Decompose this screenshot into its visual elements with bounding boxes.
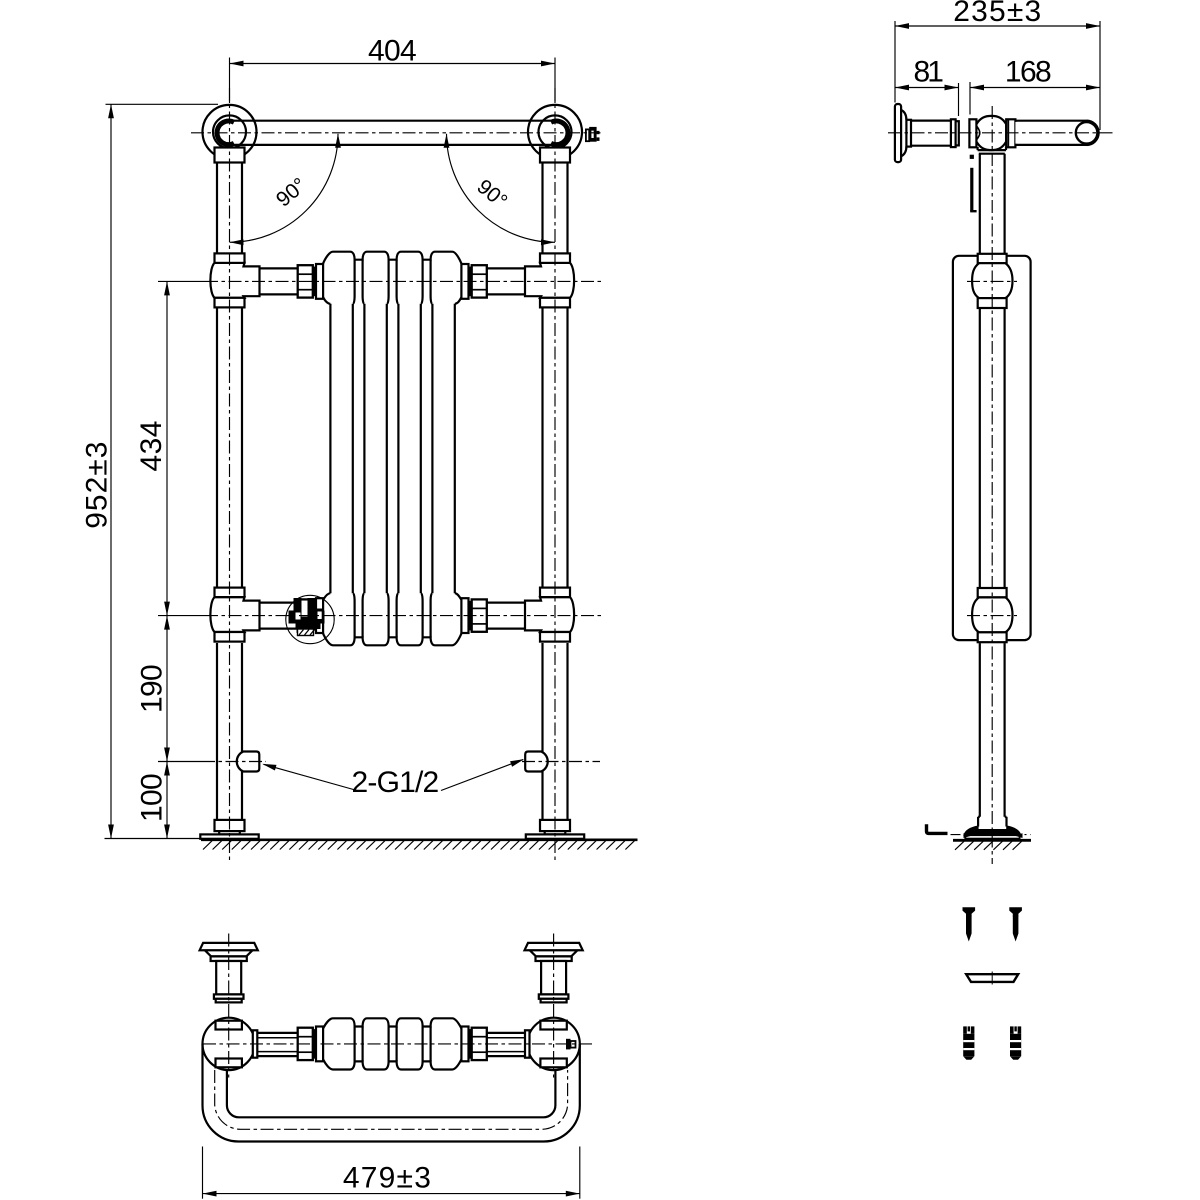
svg-text:235±3: 235±3	[953, 0, 1042, 28]
svg-text:81: 81	[914, 56, 944, 89]
svg-text:168: 168	[1005, 56, 1051, 89]
svg-text:2-G1/2: 2-G1/2	[352, 766, 439, 799]
svg-text:434: 434	[135, 420, 168, 471]
svg-text:404: 404	[368, 35, 416, 68]
svg-text:100: 100	[136, 774, 169, 822]
svg-text:952±3: 952±3	[81, 441, 114, 529]
svg-text:190: 190	[136, 665, 169, 713]
svg-text:479±3: 479±3	[343, 1162, 432, 1195]
